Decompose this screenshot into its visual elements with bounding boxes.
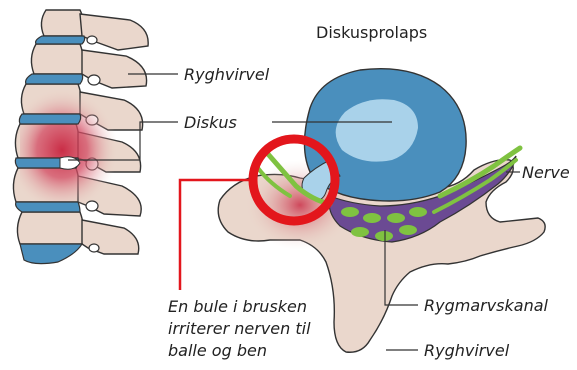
label-vertebra: Ryghvirvel [184,65,270,84]
label-vertebra-bottom: Ryghvirvel [424,341,510,360]
spine-illustration [6,10,148,264]
label-nerve: Nerve [522,163,570,182]
label-spinal-canal: Rygmarvskanal [424,296,549,315]
label-bulge-line-2: irriterer nerven til [168,319,311,338]
label-bulge-line-3: balle og ben [168,341,267,360]
label-disc: Diskus [184,113,237,132]
diagram-title: Diskusprolaps [316,23,427,42]
label-bulge-line-1: En bule i brusken [168,297,307,316]
inflammation-glow [6,88,118,212]
